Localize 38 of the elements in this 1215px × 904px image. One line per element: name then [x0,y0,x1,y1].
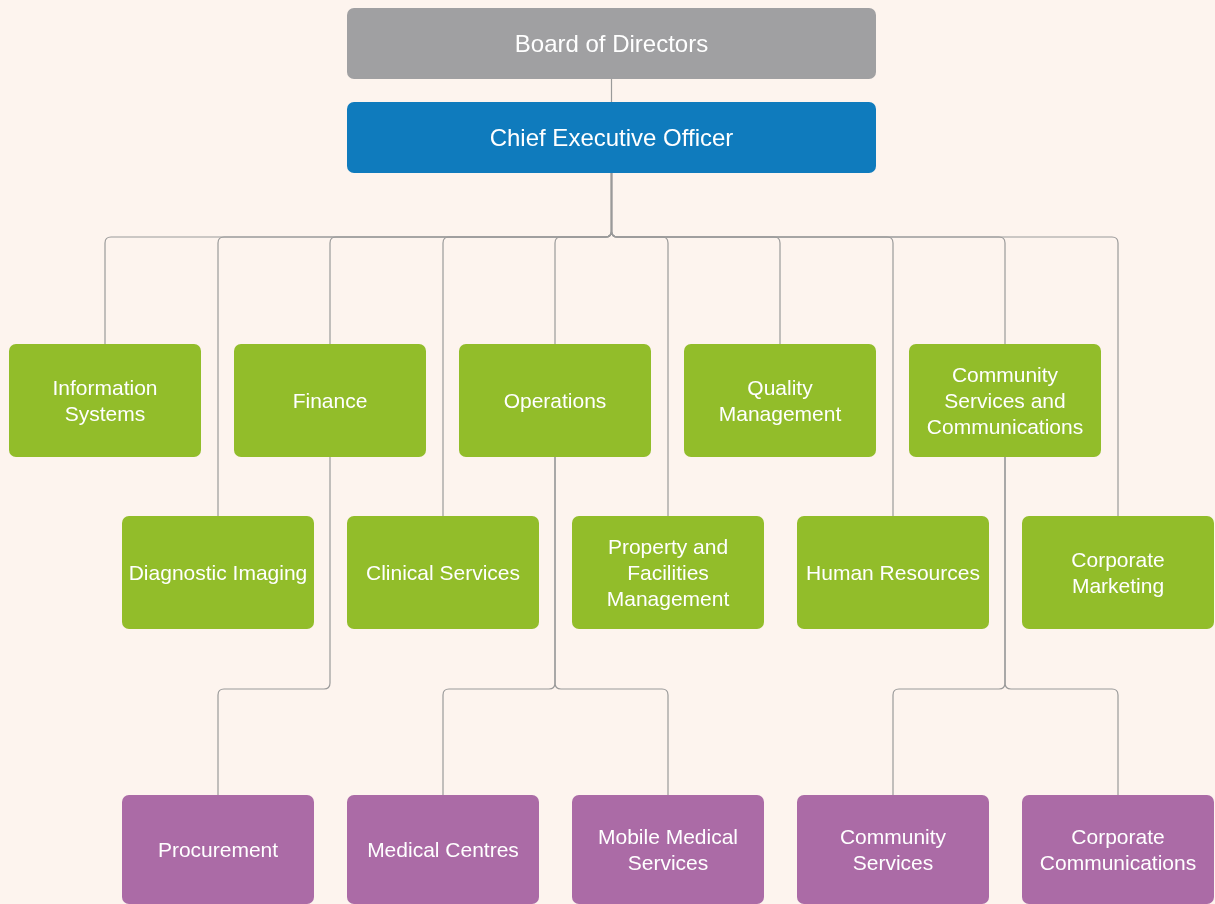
org-unit-box [234,344,426,457]
org-unit-box [684,344,876,457]
org-unit-box [1022,516,1214,629]
org-unit-box [572,795,764,904]
org-unit-box [909,344,1101,457]
org-unit-box [347,795,539,904]
unit-name: Chief Executive Officer [489,124,734,151]
unit-name: Medical Centres [367,836,519,863]
unit-name: Operations [503,387,607,414]
unit-name: Corporate Marketing [1070,546,1166,599]
org-unit-box [347,102,876,173]
org-unit-box [459,344,651,457]
unit-name: Quality Management [717,374,843,427]
unit-name: Community Services [838,823,948,876]
org-unit-box [1022,795,1214,904]
org-unit-box [797,516,989,629]
unit-name: Community Services and Communications [925,361,1085,440]
connector-line [217,456,331,796]
unit-name: Mobile Medical Services [596,823,740,876]
unit-name: Property and Facilities Management [605,533,731,612]
connector-line [610,78,613,103]
connector-line [1004,456,1119,796]
board-box [347,8,876,79]
unit-name: Information Systems [51,374,159,427]
unit-name: Board of Directors [514,30,709,57]
unit-name: Finance [292,387,368,414]
org-unit-box [347,516,539,629]
org-unit-box [572,516,764,629]
connector-line [554,456,669,796]
org-unit-box [122,516,314,629]
unit-name: Corporate Communications [1038,823,1198,876]
unit-name: Procurement [157,836,279,863]
unit-name: Human Resources [806,559,980,586]
unit-name: Clinical Services [365,559,520,586]
org-unit-box [9,344,201,457]
unit-name: Diagnostic Imaging [128,559,308,586]
org-unit-box [797,795,989,904]
org-unit-box [122,795,314,904]
